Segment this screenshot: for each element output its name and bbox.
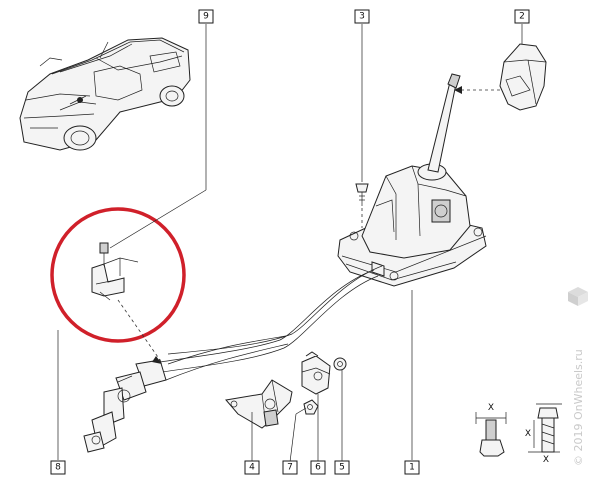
callout-6-label: 6 <box>315 463 321 473</box>
cable-clip <box>301 351 331 395</box>
callout-2: 2 <box>514 9 530 24</box>
callout-4: 4 <box>244 460 260 475</box>
callout-6: 6 <box>310 460 326 475</box>
callout-7-label: 7 <box>287 463 293 473</box>
cable-bracket <box>91 242 139 301</box>
fastener-detail-nut <box>475 412 507 457</box>
callout-8-label: 8 <box>55 463 61 473</box>
watermark: © 2019 OnWheels.ru <box>566 286 590 470</box>
callout-8: 8 <box>50 460 66 475</box>
washer <box>333 357 347 371</box>
mounting-screw <box>355 183 369 206</box>
callout-1: 1 <box>404 460 420 475</box>
detail-label-x-side: X <box>525 429 531 439</box>
watermark-text: © 2019 OnWheels.ru <box>572 349 585 466</box>
gear-selector-housing <box>337 73 487 287</box>
callout-1-label: 1 <box>409 463 415 473</box>
callout-3-label: 3 <box>359 12 365 22</box>
cable-end <box>83 359 167 453</box>
car-leader-line <box>99 41 109 59</box>
callout-5-label: 5 <box>339 463 345 473</box>
nut <box>303 399 319 415</box>
detail-label-x-bottom: X <box>543 455 549 465</box>
gear-knob <box>499 43 547 111</box>
callout-3: 3 <box>354 9 370 24</box>
callout-7: 7 <box>282 460 298 475</box>
watermark-cube-icon <box>568 287 588 306</box>
callout-9: 9 <box>198 9 214 24</box>
fastener-detail-bolt <box>528 403 562 453</box>
highlight-circle <box>50 207 186 343</box>
callout-4-label: 4 <box>249 463 255 473</box>
shift-cable <box>159 265 383 381</box>
callout-5: 5 <box>334 460 350 475</box>
callout-9-label: 9 <box>203 12 209 22</box>
car-illustration <box>19 37 191 151</box>
callout-2-label: 2 <box>519 12 525 22</box>
detail-label-x-top: X <box>488 403 494 413</box>
cable-support-bracket <box>225 379 293 429</box>
